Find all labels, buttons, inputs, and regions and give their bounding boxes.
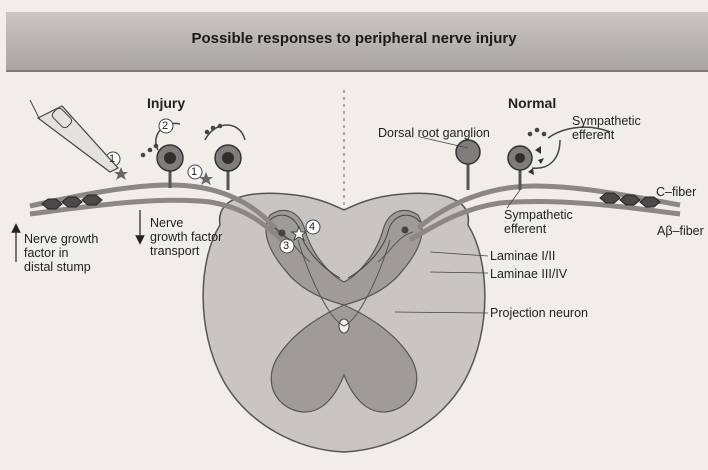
label-ab-fiber: Aβ–fiber bbox=[657, 224, 704, 238]
right-neuron-nucleus-2 bbox=[515, 153, 525, 163]
right-terminal-dot bbox=[402, 227, 409, 234]
marker-1-right: 1 bbox=[191, 165, 197, 179]
label-injury: Injury bbox=[147, 96, 185, 110]
left-terminal-dot bbox=[279, 230, 286, 237]
sympathetic-leader bbox=[507, 190, 520, 208]
right-neuron-body-1 bbox=[456, 140, 480, 164]
label-laminae-3-4: Laminae III/IV bbox=[490, 267, 567, 281]
label-laminae-1-2: Laminae I/II bbox=[490, 249, 555, 263]
marker-4: 4 bbox=[309, 220, 315, 234]
marker-1-left: 1 bbox=[109, 152, 115, 166]
label-ngf-distal-stump: Nerve growth factor in distal stump bbox=[24, 232, 98, 274]
label-c-fiber: C–fiber bbox=[656, 185, 696, 199]
label-sympathetic-efferent-mid: Sympathetic efferent bbox=[504, 208, 573, 236]
label-ngf-transport: Nerve growth factor transport bbox=[150, 216, 222, 258]
marker-2: 2 bbox=[162, 119, 168, 133]
marker-3: 3 bbox=[283, 239, 289, 253]
label-sympathetic-efferent-top: Sympathetic efferent bbox=[572, 114, 641, 142]
label-normal: Normal bbox=[508, 96, 556, 110]
label-dorsal-root-ganglion: Dorsal root ganglion bbox=[378, 126, 490, 140]
sympathetic-terminal-right bbox=[532, 140, 560, 168]
left-neuron-nucleus-2 bbox=[222, 152, 234, 164]
label-projection-neuron: Projection neuron bbox=[490, 306, 588, 320]
scalpel-icon bbox=[30, 100, 118, 172]
left-neuron-nucleus-1 bbox=[164, 152, 176, 164]
